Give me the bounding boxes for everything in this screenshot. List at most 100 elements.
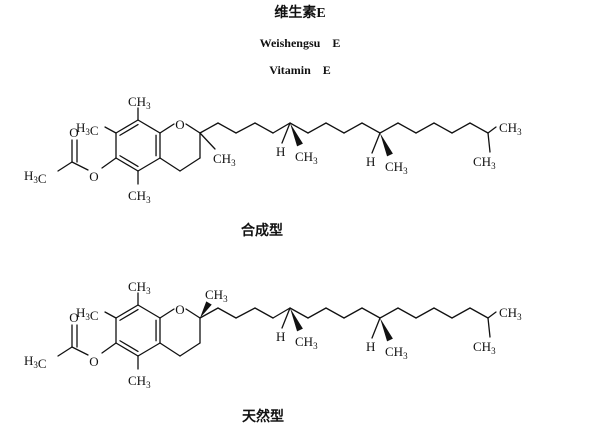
methyl-label: CH3	[128, 373, 151, 390]
methyl-label: CH3	[473, 154, 496, 171]
ring-bond	[179, 342, 201, 357]
chain-bond	[325, 307, 345, 319]
methyl-label: CH3	[213, 151, 236, 168]
caption-synthetic: 合成型	[241, 223, 283, 239]
hydrogen-label: H	[366, 339, 375, 354]
methyl-label: H3C	[76, 305, 99, 323]
chain-bond	[379, 307, 399, 319]
ring-bond	[159, 342, 181, 357]
chain-bond	[469, 122, 489, 134]
methyl-label: CH3	[385, 159, 408, 176]
methyl-label: CH3	[385, 344, 408, 361]
ring-bond	[137, 119, 161, 134]
chain-bond	[415, 307, 435, 319]
chain-bond	[361, 307, 381, 319]
chain-bond	[397, 307, 417, 319]
chain-bond	[379, 122, 399, 134]
methyl-label: H3C	[24, 353, 47, 371]
chain-bond	[272, 122, 291, 134]
stereo-methyl-wedge	[380, 318, 393, 342]
methyl-label: CH3	[128, 188, 151, 205]
chain-bond	[217, 122, 237, 134]
chain-bond	[235, 307, 256, 319]
ring-bond	[115, 157, 139, 172]
methyl-label: CH3	[295, 149, 318, 166]
ring-double-bond	[119, 340, 139, 353]
terminal-bond	[487, 126, 497, 134]
ring-o-bond	[185, 308, 201, 319]
methyl-label: H3C	[76, 120, 99, 138]
hydrogen-label: H	[276, 329, 285, 344]
chain-bond	[235, 122, 256, 134]
oxygen-atom: O	[89, 169, 98, 184]
terminal-bond	[487, 311, 497, 319]
chain-bond	[469, 307, 489, 319]
oxygen-atom: O	[69, 125, 78, 140]
methyl-label: CH3	[473, 339, 496, 356]
oxygen-atom: O	[69, 310, 78, 325]
methyl-bond	[104, 311, 117, 319]
title-pinyin: Weishengsu E	[259, 36, 341, 50]
c2-methyl-wedge	[200, 301, 212, 318]
ester-bond	[57, 161, 73, 172]
caption-natural: 天然型	[242, 409, 284, 425]
chain-bond	[307, 122, 327, 134]
ring-bond	[137, 342, 161, 357]
ring-bond	[137, 304, 161, 319]
stereo-methyl-wedge	[380, 133, 393, 157]
terminal-bond	[487, 317, 491, 338]
methyl-bond	[104, 126, 117, 134]
methyl-label: CH3	[128, 94, 151, 111]
oxygen-atom: O	[175, 302, 184, 317]
ring-bond	[115, 342, 139, 357]
stereo-h-bond	[281, 122, 291, 144]
ring-o-bond	[159, 308, 175, 319]
methyl-label: CH3	[295, 334, 318, 351]
title-english: Vitamin E	[269, 63, 331, 77]
chain-bond	[199, 307, 219, 319]
chain-bond	[451, 307, 471, 319]
c2-methyl-bond	[199, 132, 216, 150]
chain-bond	[397, 122, 417, 134]
hydrogen-label: H	[366, 154, 375, 169]
ester-bond	[101, 157, 117, 169]
ring-double-bond	[119, 308, 139, 321]
ring-bond	[159, 157, 181, 172]
chain-bond	[451, 122, 471, 134]
ester-bond	[71, 161, 89, 171]
ring-bond	[115, 304, 139, 319]
chain-bond	[289, 122, 309, 134]
ring-double-bond	[119, 123, 139, 136]
ester-bond	[101, 342, 117, 354]
ring-double-bond	[119, 155, 139, 168]
methyl-label: CH3	[205, 287, 228, 304]
methyl-label: CH3	[499, 305, 522, 322]
oxygen-atom: O	[175, 117, 184, 132]
chain-bond	[254, 122, 274, 134]
chain-bond	[289, 307, 309, 319]
stereo-h-bond	[281, 307, 291, 329]
oxygen-atom: O	[89, 354, 98, 369]
ester-bond	[71, 346, 89, 356]
chain-bond	[325, 122, 345, 134]
ring-o-bond	[185, 123, 201, 134]
ester-bond	[57, 346, 73, 357]
stereo-h-bond	[371, 317, 381, 339]
chain-bond	[307, 307, 327, 319]
stereo-methyl-wedge	[290, 308, 303, 332]
methyl-label: CH3	[499, 120, 522, 137]
chain-bond	[199, 122, 219, 134]
chain-bond	[343, 307, 363, 319]
chain-bond	[343, 122, 363, 134]
hydrogen-label: H	[276, 144, 285, 159]
terminal-bond	[487, 132, 491, 153]
chain-bond	[217, 307, 237, 319]
chain-bond	[415, 122, 435, 134]
chain-bond	[433, 122, 453, 134]
stereo-methyl-wedge	[290, 123, 303, 147]
methyl-label: H3C	[24, 168, 47, 186]
stereo-h-bond	[371, 132, 381, 154]
ring-bond	[179, 157, 201, 172]
